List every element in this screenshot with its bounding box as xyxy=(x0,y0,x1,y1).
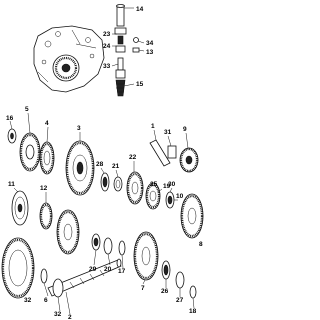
ring-gear xyxy=(1,237,35,299)
washer-17 xyxy=(118,240,126,256)
callout-25: 25 xyxy=(150,181,158,188)
callout-2: 2 xyxy=(68,314,72,320)
bearing-28 xyxy=(100,172,110,192)
gear-5 xyxy=(19,132,41,172)
callout-16: 16 xyxy=(6,115,14,122)
callout-8: 8 xyxy=(199,241,203,248)
callout-21: 21 xyxy=(112,163,120,170)
callout-19: 19 xyxy=(163,183,171,190)
gear-3 xyxy=(65,140,95,196)
callout-15: 15 xyxy=(136,81,144,88)
countershaft xyxy=(149,139,177,167)
gear-22 xyxy=(126,171,144,205)
callout-31: 31 xyxy=(164,129,172,136)
callout-6: 6 xyxy=(44,297,48,304)
callout-23: 23 xyxy=(103,31,111,38)
transmission-case xyxy=(33,25,105,93)
bearing-11 xyxy=(11,190,29,226)
callout-32-lower: 32 xyxy=(54,311,62,318)
washer-32 xyxy=(40,268,48,284)
callout-18: 18 xyxy=(189,308,197,315)
callout-11: 11 xyxy=(8,181,15,188)
collar-19 xyxy=(103,237,113,255)
bearing-30 xyxy=(165,191,175,209)
callout-22: 22 xyxy=(129,154,137,161)
parts-exploded-diagram: 14 23 24 34 13 33 15 5 1 16 4 3 31 9 22 … xyxy=(1,4,204,320)
callout-27: 27 xyxy=(176,297,184,304)
callout-34: 34 xyxy=(146,40,154,47)
nut-16 xyxy=(7,128,17,144)
callout-10: 10 xyxy=(176,193,184,200)
callout-26: 26 xyxy=(161,288,169,295)
gear-8 xyxy=(180,193,204,239)
callout-12: 12 xyxy=(40,185,48,192)
speedometer-assembly xyxy=(114,4,140,97)
callout-28: 28 xyxy=(96,161,104,168)
callout-5: 5 xyxy=(25,106,29,113)
callout-labels: 14 23 24 34 13 33 15 5 1 16 4 3 31 9 22 … xyxy=(6,6,203,320)
callout-32-upper: 32 xyxy=(24,297,32,304)
gear-6 xyxy=(39,202,53,230)
bearing-29 xyxy=(91,233,101,251)
callout-14: 14 xyxy=(136,6,144,13)
callout-4: 4 xyxy=(45,120,49,127)
callout-9: 9 xyxy=(183,126,187,133)
callout-7: 7 xyxy=(141,285,145,292)
ring-26 xyxy=(161,260,171,280)
callout-20: 20 xyxy=(104,266,112,273)
gear-lower-center xyxy=(56,209,80,255)
gear-9 xyxy=(179,147,199,173)
callout-30: 30 xyxy=(168,181,176,188)
gear-4 xyxy=(39,141,55,175)
callout-17: 17 xyxy=(118,268,126,275)
ring-27 xyxy=(175,271,185,289)
callout-24: 24 xyxy=(103,43,111,50)
washer-18 xyxy=(189,285,197,299)
callout-3: 3 xyxy=(77,125,81,132)
gear-7 xyxy=(133,231,159,281)
callout-1: 1 xyxy=(151,123,155,130)
leader-lines xyxy=(9,7,195,315)
collar-21 xyxy=(113,176,123,192)
callout-29: 29 xyxy=(89,266,97,273)
callout-33: 33 xyxy=(103,63,111,70)
callout-13: 13 xyxy=(146,49,154,56)
sleeve-20 xyxy=(145,182,161,210)
